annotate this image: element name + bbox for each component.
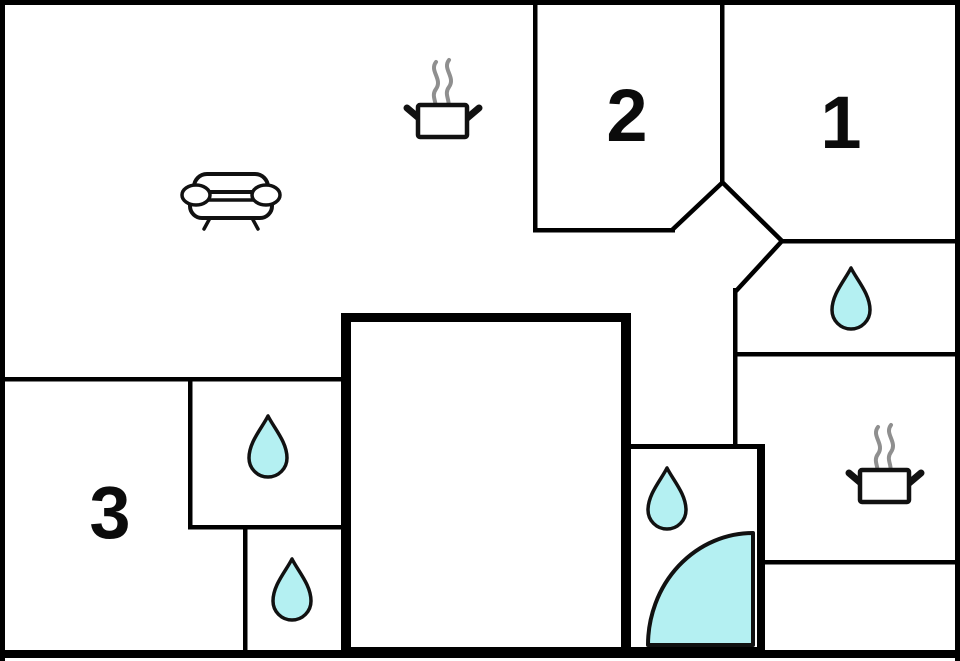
wall-shower-bathroom-top xyxy=(627,444,762,449)
water-drop-icon xyxy=(830,266,872,331)
wall-outer-right xyxy=(955,0,960,661)
room-3-label: 3 xyxy=(89,471,131,554)
steam-pot-icon xyxy=(407,60,479,137)
wall-room2-diagonal xyxy=(669,179,726,233)
wall-hall-vertical xyxy=(733,288,738,448)
wall-outer-left xyxy=(0,0,5,661)
wall-kitchen-bottom xyxy=(760,560,957,565)
wall-bathroom-upper-left xyxy=(188,377,193,529)
wall-shower-bathroom-right xyxy=(757,444,765,657)
wall-notch-right xyxy=(621,313,631,657)
wall-bathroom-right-top xyxy=(779,239,957,244)
wall-notch-bottom xyxy=(341,647,765,657)
wall-notch-left xyxy=(341,313,351,657)
shower-icon xyxy=(646,531,755,647)
steam-pot-icon xyxy=(849,425,921,502)
wall-notch-top xyxy=(341,313,631,322)
wall-bathroom-lower-left xyxy=(243,525,248,656)
water-drop-icon xyxy=(646,466,688,531)
room-1-label: 1 xyxy=(820,81,862,164)
wall-room2-left xyxy=(533,5,538,232)
wall-room1-diagonal xyxy=(719,179,784,243)
water-drop-icon xyxy=(247,414,289,479)
wall-room3-top xyxy=(5,377,346,382)
wall-bathroom-right-diagonal xyxy=(734,239,784,293)
wall-room2-bottom xyxy=(533,228,675,233)
sofa-icon xyxy=(180,172,282,231)
wall-bathroom-upper-bottom xyxy=(188,525,346,530)
wall-bathroom-right-bottom xyxy=(734,352,957,357)
room-2-label: 2 xyxy=(606,74,648,157)
wall-outer-top xyxy=(0,0,960,5)
water-drop-icon xyxy=(271,557,313,622)
wall-room1-room2-divider xyxy=(720,5,725,184)
